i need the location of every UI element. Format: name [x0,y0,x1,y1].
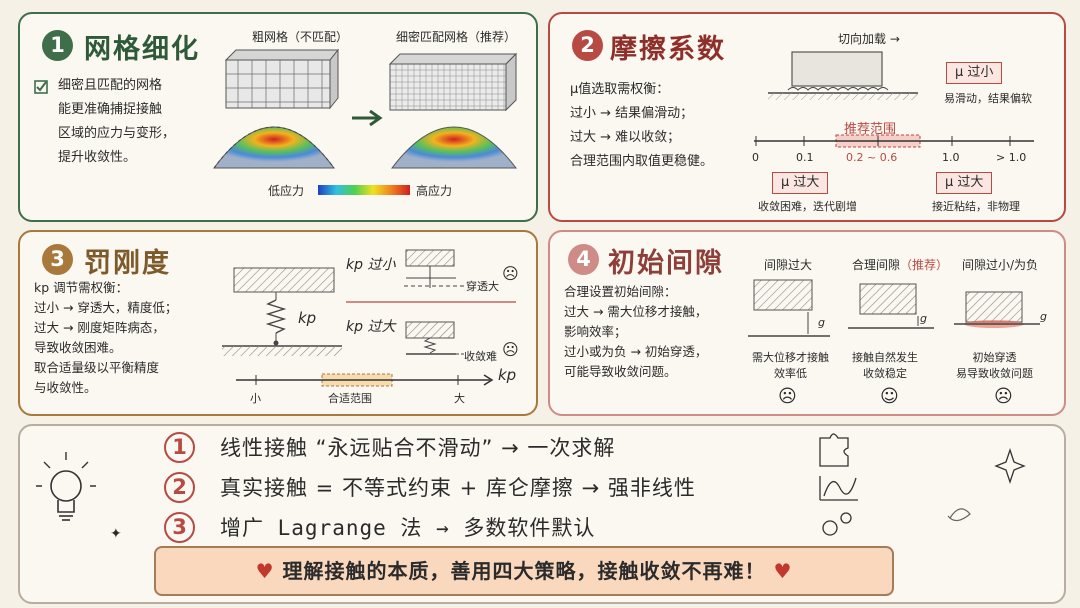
kp-axis-large: 大 [454,392,465,405]
mu-small-tag: μ 过小 [946,62,1003,84]
panel-mesh-refinement [18,12,538,222]
panel2-title: 摩擦系数 [610,34,726,65]
puzzle-icon [819,433,849,467]
panel4-text: 合理设置初始间隙：过大 → 需大位移才接触，影响效率；过小或为负 → 初始穿透，… [564,284,708,379]
mu-tick-0: 0 [752,151,759,164]
mu-small-desc: 易滑动，结果偏软 [944,92,1032,105]
panel3-text: kp 调节需权衡：过小 → 穿透大，精度低；过大 → 刚度矩阵病态，导致收敛困难… [34,280,178,395]
gap-symbol: g [818,316,825,329]
kp-small-label: kp 过小 [346,257,396,273]
star-icon: ✦ [110,526,122,542]
gap-small-title: 间隙过小/为负 [962,258,1039,272]
kp-axis-label: kp [498,366,517,384]
gap-large-title: 间隙过大 [764,258,813,272]
mesh-comparison-figure [213,48,518,169]
mu-tick-4: > 1.0 [996,151,1027,164]
mu-tick-1: 0.1 [796,151,814,164]
sad-face-icon: ☹ [502,264,519,283]
summary-item-1: 线性接触 “永远贴合不滑动” → 一次求解 [220,436,616,460]
summary-number-3: 3 [164,512,195,543]
heart-icon: ♥ [773,559,793,583]
kp-axis [236,373,494,387]
mu-tick-2: 0.2 ~ 0.6 [846,151,898,164]
kp-large-label: kp 过大 [346,319,396,335]
heart-icon: ♥ [255,559,275,583]
panel1-number: 1 [42,30,73,61]
summary-banner: ♥ 理解接触的本质，善用四大策略，接触收敛不再难！ ♥ [154,546,894,596]
stress-colorbar [318,185,410,195]
mu-large-desc-1: 收敛困难，迭代剧增 [758,200,857,213]
fine-mesh-label: 细密匹配网格（推荐） [396,30,517,44]
lightbulb-icon [36,452,96,521]
friction-block-figure [768,51,918,100]
sparkle-icon [994,447,1026,485]
tangential-load-label: 切向加载 → [838,32,900,46]
gap-large-desc: 需大位移才接触效率低 [752,351,829,380]
mu-tick-3: 1.0 [942,151,960,164]
summary-banner-text: 理解接触的本质，善用四大策略，接触收敛不再难！ [282,559,766,583]
legend-high-label: 高应力 [416,184,453,198]
gap-symbol: g [1040,310,1047,323]
panel1-text: 细密且匹配的网格能更准确捕捉接触区域的应力与变形，提升收敛性。 [58,78,176,165]
panel4-number: 4 [568,244,599,275]
gear-icon [822,520,838,536]
checkbox-icon [34,80,48,94]
decor-doodles [819,433,1026,536]
gap-proper-title: 合理间隙（推荐） [852,258,949,272]
sad-face-icon: ☹ [994,386,1013,407]
coarse-mesh-label: 粗网格（不匹配） [252,30,349,44]
spring-figure [222,267,342,356]
sad-face-icon: ☹ [502,340,519,359]
kp-axis-small: 小 [250,392,261,405]
mu-large-tag-2: μ 过大 [936,172,993,194]
legend-low-label: 低应力 [268,184,305,198]
gap-figures [748,279,1040,337]
smile-face-icon: ☺ [880,386,899,407]
panel2-number: 2 [572,30,603,61]
mu-large-tag-1: μ 过大 [772,172,829,194]
panel4-title: 初始间隙 [608,248,724,279]
gap-small-desc: 初始穿透易导致收敛问题 [956,351,1033,380]
kp-axis-mid: 合适范围 [328,392,372,405]
panel3-number: 3 [42,244,73,275]
kp-small-note: 穿透大 [466,280,499,293]
summary-number-2: 2 [164,472,195,503]
chart-icon [819,476,858,501]
mu-axis [754,134,1034,148]
mu-large-desc-2: 接近粘结，非物理 [932,200,1020,213]
gap-symbol: g [920,312,927,325]
summary-number-1: 1 [164,432,195,463]
summary-item-2: 真实接触 = 不等式约束 + 库仑摩擦 → 强非线性 [220,476,696,500]
panel1-title: 网格细化 [84,34,200,65]
gap-proper-desc: 接触自然发生收敛稳定 [852,351,918,380]
spring-kp-label: kp [298,309,317,327]
sad-face-icon: ☹ [778,386,797,407]
panel3-title: 罚刚度 [84,248,171,279]
kp-comparison-figure [346,249,516,355]
summary-item-3: 增广 Lagrange 法 → 多数软件默认 [220,516,596,540]
panel2-text: μ值选取需权衡：过小 → 结果偏滑动；过大 → 难以收敛；合理范围内取值更稳健。 [570,82,714,169]
kp-large-note: 收敛难 [464,350,497,363]
recommend-range-label: 推荐范围 [844,122,897,137]
